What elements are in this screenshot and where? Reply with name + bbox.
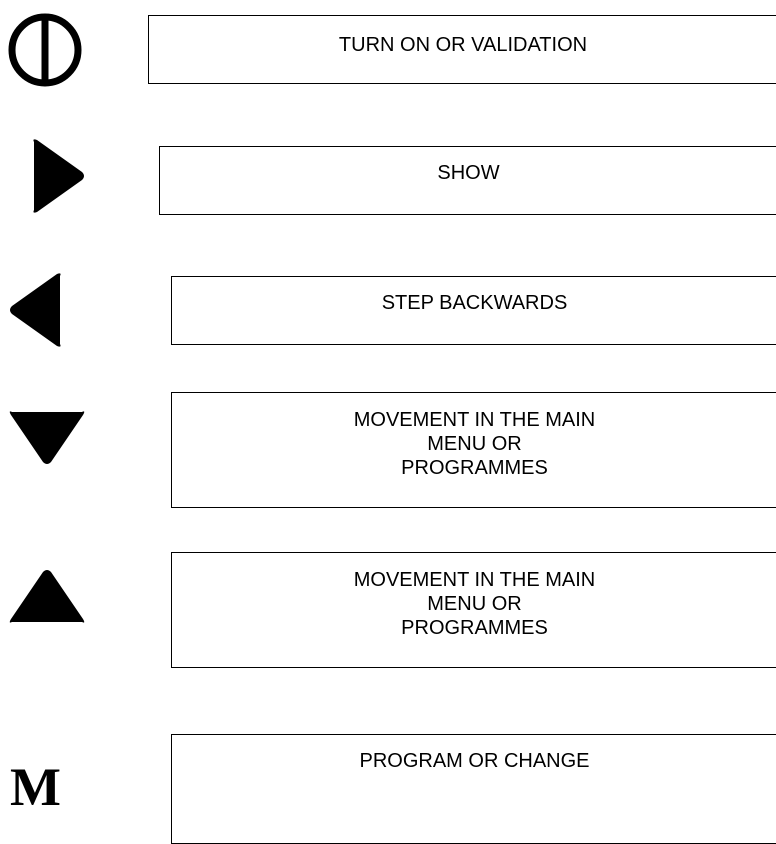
label-box-show: SHOW xyxy=(159,146,776,215)
play-right-icon xyxy=(28,136,88,216)
label-box-program-change: PROGRAM OR CHANGE xyxy=(171,734,776,844)
power-icon xyxy=(6,12,84,88)
label-box-turn-on: TURN ON OR VALIDATION xyxy=(148,15,776,84)
arrow-up-icon xyxy=(8,566,86,626)
label-turn-on: TURN ON OR VALIDATION xyxy=(338,34,588,56)
arrow-down-icon xyxy=(8,408,86,468)
label-move-up: MOVEMENT IN THE MAIN MENU OR PROGRAMMES xyxy=(353,569,596,639)
arrow-left-icon xyxy=(6,270,66,350)
label-box-move-up: MOVEMENT IN THE MAIN MENU OR PROGRAMMES xyxy=(171,552,776,668)
label-move-down: MOVEMENT IN THE MAIN MENU OR PROGRAMMES xyxy=(353,409,596,479)
label-box-move-down: MOVEMENT IN THE MAIN MENU OR PROGRAMMES xyxy=(171,392,776,508)
label-box-step-backwards: STEP BACKWARDS xyxy=(171,276,776,345)
label-step-backwards: STEP BACKWARDS xyxy=(381,292,568,314)
label-program-change: PROGRAM OR CHANGE xyxy=(359,750,590,772)
label-show: SHOW xyxy=(437,162,500,184)
m-icon: M xyxy=(10,757,61,817)
